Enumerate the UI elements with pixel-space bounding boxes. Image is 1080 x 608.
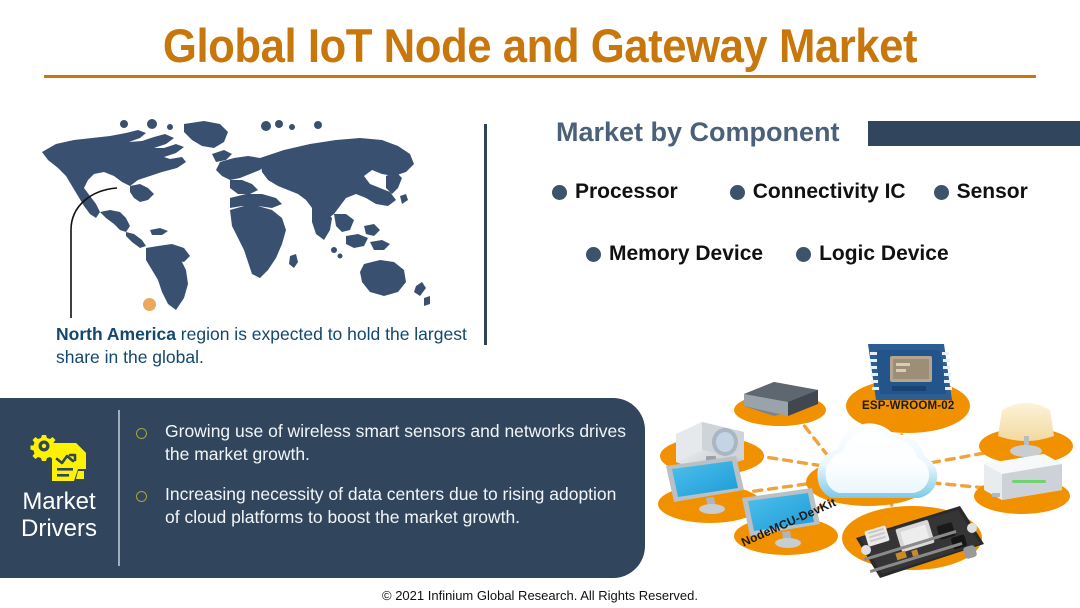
market-drivers-title-line1: Market [22,488,96,516]
component-label: Processor [575,180,678,203]
monitor-device-bottom [742,488,820,548]
bullet-dot-icon [933,184,949,200]
iot-diagram-svg [658,344,1073,578]
lamp-device [998,403,1054,457]
market-drivers-panel: Market Drivers Growing use of wireless s… [0,398,645,578]
component-label: Memory Device [609,242,764,265]
world-map-svg [42,119,430,310]
cloud-node [817,423,938,498]
component-item-memory-device: Memory Device [586,242,763,266]
circle-bullet-icon [136,428,147,439]
esp-wroom-label: ESP-WROOM-02 [862,400,955,412]
component-label: Logic Device [819,242,949,265]
component-row-1: Processor Connectivity IC Sensor [552,180,1028,204]
gear-document-chart-icon [30,435,86,482]
list-item: Growing use of wireless smart sensors an… [136,420,631,467]
component-item-connectivity-ic: Connectivity IC [729,180,906,204]
section-divider [484,124,487,345]
component-item-sensor: Sensor [933,180,1028,204]
copyright-footer: © 2021 Infinium Global Research. All Rig… [382,588,698,603]
market-drivers-title: Market Drivers [21,488,97,543]
bullet-dot-icon [796,246,812,262]
market-drivers-title-line2: Drivers [21,515,97,542]
market-drivers-header: Market Drivers [0,398,118,578]
map-caption-rest: region is expected to hold the largest s… [56,324,467,368]
map-caption: North America region is expected to hold… [56,323,476,369]
market-drivers-list: Growing use of wireless smart sensors an… [136,420,631,545]
driver-text: Increasing necessity of data centers due… [165,483,617,527]
north-america-marker-dot [143,298,156,311]
router-device [984,454,1062,500]
hard-drive-device [744,382,818,416]
map-leader-line [70,187,118,318]
list-item: Increasing necessity of data centers due… [136,483,631,530]
world-map [34,118,464,318]
monitor-device-left [666,456,744,514]
map-caption-region: North America [56,324,176,344]
bullet-dot-icon [729,184,745,200]
esp-wroom-board [868,344,952,400]
component-item-logic-device: Logic Device [796,242,949,266]
circle-bullet-icon [136,490,147,502]
component-label: Connectivity IC [752,180,906,203]
nodemcu-board [856,506,984,578]
market-drivers-separator [118,410,120,566]
bullet-dot-icon [586,246,601,262]
market-by-component-heading: Market by Component [556,117,840,147]
component-row-2: Memory Device Logic Device [586,242,949,266]
component-label: Sensor [956,180,1028,203]
market-by-component-bar [868,121,1080,146]
driver-text: Growing use of wireless smart sensors an… [165,421,627,465]
title-underline [44,75,1036,78]
iot-network-diagram: ESP-WROOM-02 NodeMCU-DevKit [640,338,1080,590]
component-item-processor: Processor [552,180,678,204]
bullet-dot-icon [552,184,567,200]
page-title: Global IoT Node and Gateway Market [162,19,918,72]
